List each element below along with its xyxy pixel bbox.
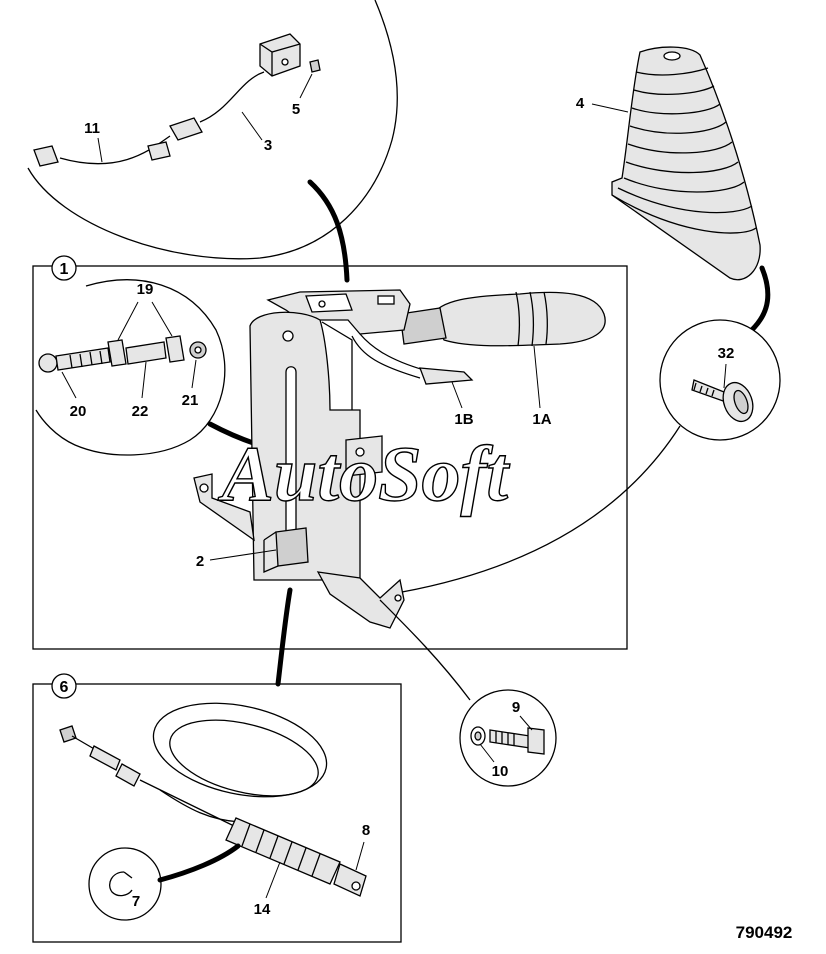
- callout-10: 10: [492, 763, 509, 780]
- callout-3: 3: [264, 137, 272, 154]
- callout-11: 11: [84, 120, 100, 137]
- harness-detail-circle: [27, 0, 398, 283]
- gaiter-boot: [611, 46, 761, 281]
- callout-1A: 1A: [532, 411, 551, 428]
- view-ref-1: 1: [51, 255, 77, 281]
- callout-5: 5: [292, 101, 300, 118]
- callout-19: 19: [137, 281, 154, 298]
- callout-1B: 1B: [454, 411, 473, 428]
- callout-20: 20: [70, 403, 87, 420]
- pivot-pin-detail: [35, 279, 226, 456]
- callout-9: 9: [512, 699, 520, 716]
- view-ref-6-label: 6: [60, 679, 69, 696]
- screw-detail-circle: [659, 319, 781, 441]
- callout-32: 32: [718, 345, 735, 362]
- callout-14: 14: [254, 901, 271, 918]
- callout-2: 2: [196, 553, 204, 570]
- bolt-detail-circle: [459, 689, 557, 787]
- callout-8: 8: [362, 822, 370, 839]
- view-ref-6: 6: [51, 673, 77, 699]
- circlip-detail-circle: [88, 847, 162, 921]
- figure-number: 790492: [736, 923, 793, 942]
- cable-detail-frame: [32, 683, 402, 943]
- watermark: AutoSoft: [217, 430, 510, 517]
- control-cable: [59, 702, 367, 897]
- callout-7: 7: [132, 893, 140, 910]
- callout-22: 22: [132, 403, 149, 420]
- callout-21: 21: [182, 392, 199, 409]
- callout-4: 4: [576, 95, 585, 112]
- view-ref-1-label: 1: [60, 261, 69, 278]
- main-assembly-frame: [32, 265, 628, 650]
- lever-assembly: [193, 289, 606, 629]
